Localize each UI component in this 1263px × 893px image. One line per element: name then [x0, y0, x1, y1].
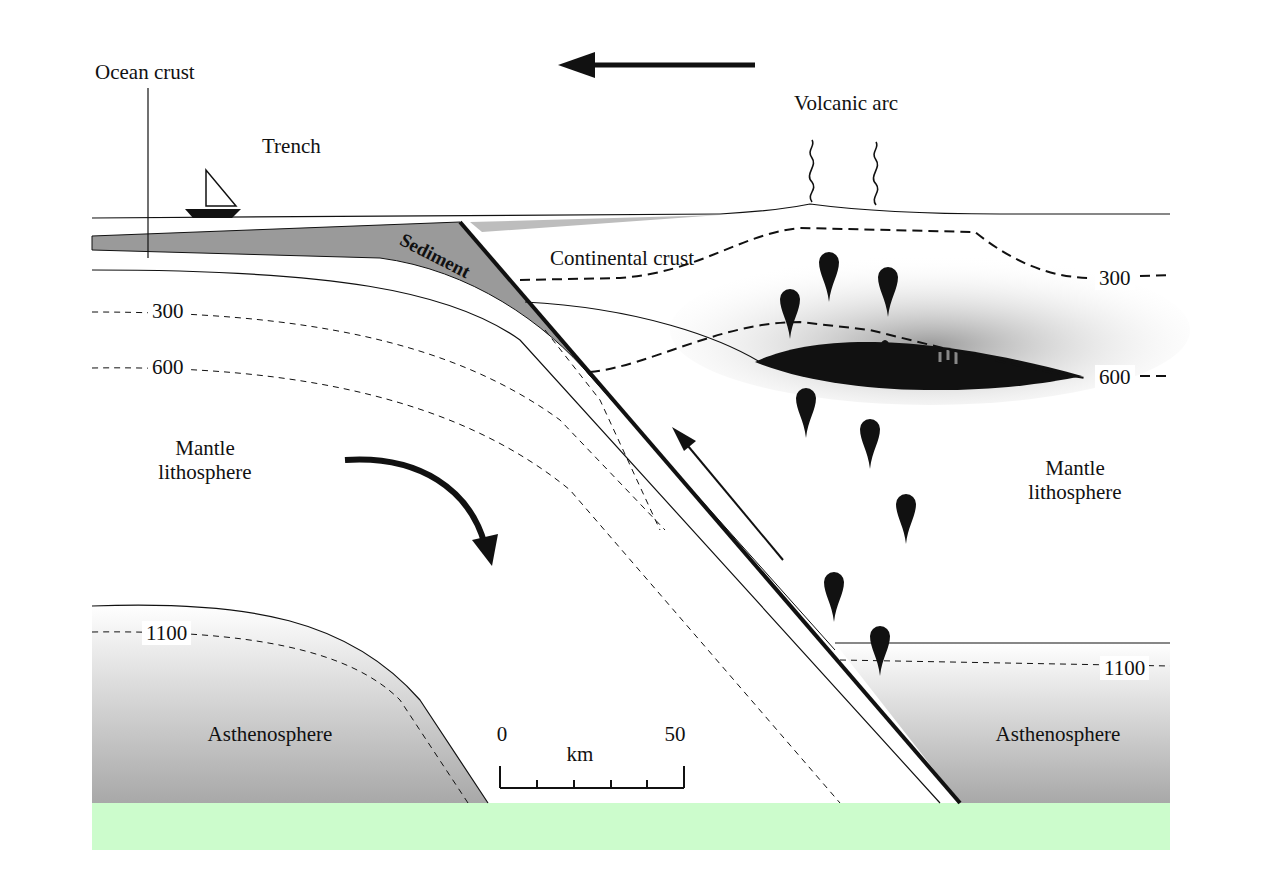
scale-bar	[500, 766, 684, 788]
land-surface	[720, 204, 1170, 214]
isotherm-value: 600	[148, 355, 188, 379]
boat	[185, 209, 241, 218]
isotherm-value: 1100	[1100, 656, 1149, 680]
isotherm-value: 600	[1095, 365, 1135, 389]
magma-chamber	[755, 342, 1082, 390]
scale-value: 50	[665, 722, 686, 746]
isotherm-value: 300	[148, 299, 188, 323]
continental-moho	[525, 302, 760, 362]
heated-zone	[670, 255, 1190, 405]
layer-label: Sediment	[397, 229, 475, 283]
scale-unit: km	[567, 742, 594, 766]
isotherms	[92, 312, 1170, 803]
isotherm-value: 300	[1095, 266, 1135, 290]
feature-label: Volcanic arc	[794, 91, 898, 115]
region-label: Mantle lithosphere	[1005, 456, 1145, 504]
forearc-sediment	[470, 215, 720, 232]
footer-band	[92, 803, 1170, 850]
sea-surface	[92, 214, 720, 218]
asthenosphere-right	[835, 643, 1170, 803]
subduction-fault	[460, 222, 960, 803]
region-label: Asthenosphere	[996, 722, 1121, 746]
isotherm-value: 1100	[142, 621, 191, 645]
scale-value: 0	[497, 722, 508, 746]
asthenosphere-left	[92, 605, 488, 803]
region-label: Ocean crust	[95, 60, 195, 84]
region-label: Mantle lithosphere	[135, 436, 275, 484]
region-label: Asthenosphere	[208, 722, 333, 746]
leader-line	[147, 88, 148, 258]
layer-label: Continental crust	[547, 246, 697, 270]
feature-label: Trench	[262, 134, 321, 158]
